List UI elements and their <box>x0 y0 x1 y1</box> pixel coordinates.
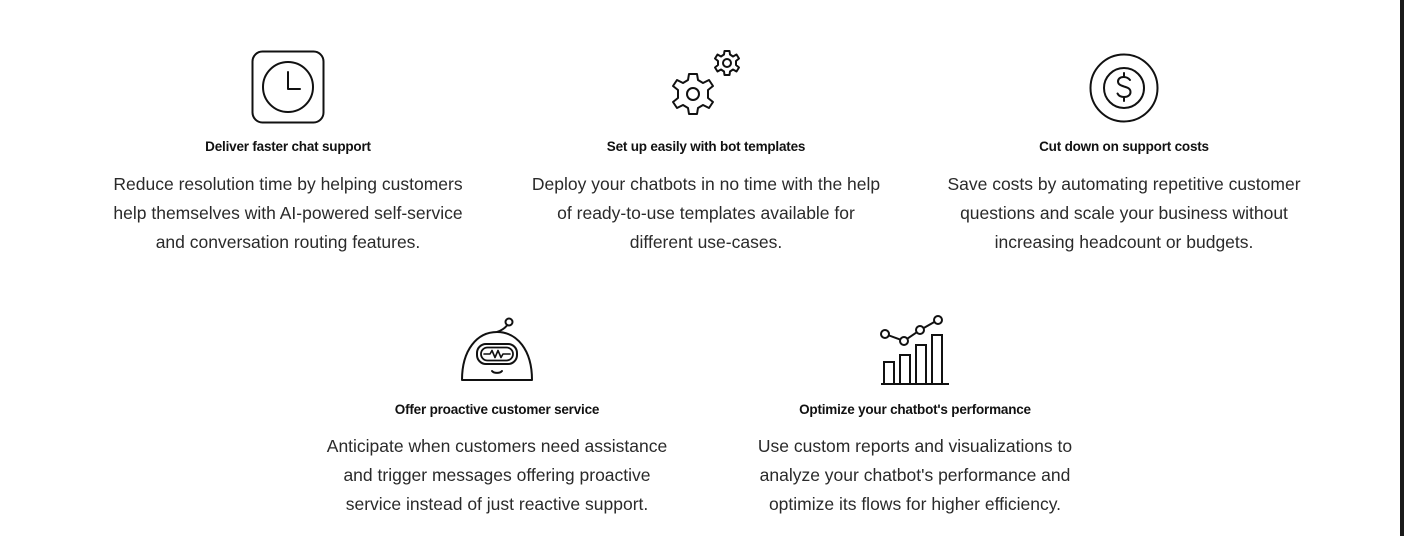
dollar-coin-icon <box>924 53 1324 123</box>
feature-card-bot-templates: Set up easily with bot templates Deploy … <box>506 0 906 270</box>
description-line: service instead of just reactive support… <box>345 494 649 514</box>
description-line: Save costs by automating repetitive cust… <box>947 174 1301 194</box>
gears-icon <box>506 48 906 118</box>
feature-card-support-costs: Cut down on support costs Save costs by … <box>924 0 1324 270</box>
feature-description: Reduce resolution time by helping custom… <box>88 170 488 257</box>
feature-title: Set up easily with bot templates <box>606 139 806 154</box>
description-line: of ready-to-use templates available for <box>557 203 855 223</box>
description-line: increasing headcount or budgets. <box>994 232 1254 252</box>
feature-title: Offer proactive customer service <box>394 402 600 417</box>
description-line: optimize its flows for higher efficiency… <box>768 494 1062 514</box>
description-line: Deploy your chatbots in no time with the… <box>531 174 881 194</box>
feature-description: Anticipate when customers need assistanc… <box>297 432 697 519</box>
description-line: Reduce resolution time by helping custom… <box>113 174 463 194</box>
feature-description: Deploy your chatbots in no time with the… <box>506 170 906 257</box>
window-edge <box>1400 0 1404 536</box>
feature-card-proactive-service: Offer proactive customer service Anticip… <box>297 280 697 530</box>
feature-description: Use custom reports and visualizations to… <box>715 432 1115 519</box>
description-line: analyze your chatbot's performance and <box>759 465 1071 485</box>
robot-icon <box>297 316 697 386</box>
feature-card-faster-support: Deliver faster chat support Reduce resol… <box>88 0 488 270</box>
feature-card-chatbot-performance: Optimize your chatbot's performance Use … <box>715 280 1115 530</box>
feature-title: Cut down on support costs <box>1039 139 1209 154</box>
feature-description: Save costs by automating repetitive cust… <box>924 170 1324 257</box>
bar-chart-icon <box>715 315 1115 387</box>
description-line: and trigger messages offering proactive <box>343 465 651 485</box>
clock-icon <box>88 50 488 124</box>
description-line: Anticipate when customers need assistanc… <box>326 436 668 456</box>
description-line: Use custom reports and visualizations to <box>757 436 1073 456</box>
feature-title: Deliver faster chat support <box>205 139 371 154</box>
description-line: help themselves with AI-powered self-ser… <box>113 203 463 223</box>
description-line: and conversation routing features. <box>155 232 421 252</box>
feature-title: Optimize your chatbot's performance <box>799 402 1031 417</box>
description-line: questions and scale your business withou… <box>960 203 1288 223</box>
description-line: different use-cases. <box>629 232 783 252</box>
